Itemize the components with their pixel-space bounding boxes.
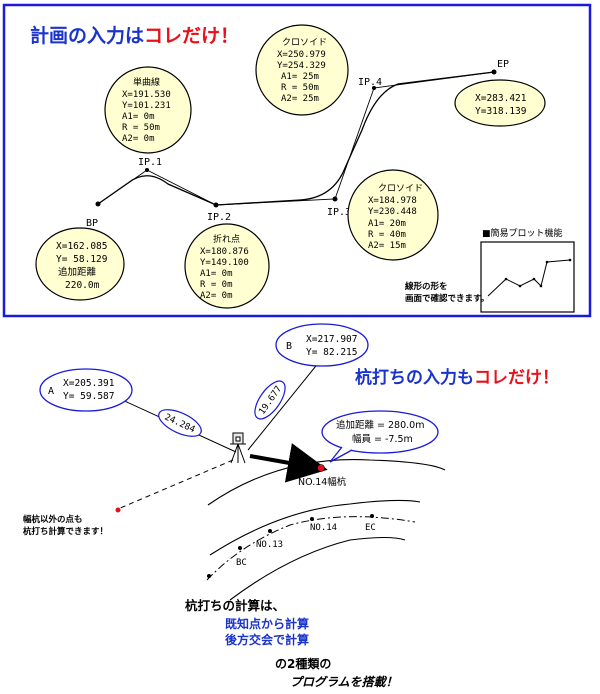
- ip4-bubble-y: Y=254.329: [277, 61, 326, 71]
- ep-bubble-y: Y=318.139: [475, 106, 527, 117]
- ep-bubble-x: X=283.421: [475, 93, 527, 104]
- bp-bubble-x: X=162.085: [56, 241, 107, 252]
- bp-bubble-dist-label: 追加距離: [58, 266, 97, 278]
- ip1-bubble-x: X=191.530: [122, 90, 171, 100]
- plot-preview: [480, 241, 575, 313]
- road-edges: [207, 459, 446, 601]
- stake-dist: 追加距離 = 280.0m: [336, 419, 424, 431]
- plot-caption-2: 画面で確認できます。: [405, 293, 489, 304]
- ep-label: EP: [497, 59, 509, 70]
- ip4-bubble-a2: A2= 25m: [281, 94, 319, 104]
- station-no14: NO.14: [310, 523, 337, 533]
- stake-arrow: [249, 443, 328, 483]
- point-b-x: X=217.907: [306, 334, 357, 345]
- stake-point-marker: [317, 464, 325, 472]
- ip1-bubble: 単曲線 X=191.530 Y=101.231 A1= 0m R = 50m A…: [104, 66, 192, 154]
- bp-bubble: X=162.085 Y= 58.129 追加距離 220.0m: [35, 227, 125, 301]
- ip-points: [95, 69, 497, 208]
- station-points: [207, 514, 374, 578]
- ip2-bubble-a1: A1= 0m: [200, 269, 233, 279]
- bp-label: BP: [86, 218, 98, 229]
- ep-point: [491, 69, 497, 75]
- ip2-label: IP.2: [207, 212, 231, 223]
- plot-legend: ■簡易プロット機能: [482, 227, 563, 239]
- ip2-bubble-y: Y=149.100: [200, 258, 249, 268]
- ip2-point: [213, 202, 219, 208]
- ip3-bubble-title: クロソイド: [378, 183, 423, 194]
- ip3-bubble-y: Y=230.448: [368, 207, 417, 217]
- ip2-bubble: 折れ点 X=180.876 Y=149.100 A1= 0m R = 0m A2…: [184, 223, 270, 309]
- tangent-lines: [97, 71, 495, 206]
- ip3-label: IP.3: [327, 207, 351, 218]
- calc-title: 杭打ちの計算は、: [185, 598, 285, 613]
- point-b-label: B: [286, 341, 292, 352]
- point-a-bubble: A X=205.391 Y= 59.587: [39, 368, 133, 412]
- footer-1: の2種類の: [275, 656, 331, 671]
- ip4-label: IP.4: [358, 77, 382, 88]
- ip1-bubble-r: R = 50m: [122, 123, 160, 133]
- stake-label: NO.14幅杭: [298, 476, 347, 488]
- ip4-bubble-title: クロソイド: [282, 37, 327, 48]
- road-centerline: [206, 516, 416, 581]
- ip4-point: [372, 86, 376, 90]
- stake-info-bubble: 追加距離 = 280.0m 幅員 = -7.5m: [321, 410, 439, 463]
- station-no13: NO.13: [256, 540, 283, 550]
- known-point-lines: [117, 350, 329, 453]
- point-a-y: Y= 59.587: [63, 391, 114, 402]
- ip1-bubble-y: Y=101.231: [122, 101, 171, 111]
- other-point-marker: [115, 507, 121, 513]
- ip4-bubble-a1: A1= 25m: [281, 72, 319, 82]
- ip4-bubble: クロソイド X=250.979 Y=254.329 A1= 25m R = 50…: [255, 24, 349, 116]
- ip1-bubble-a2: A2= 0m: [122, 134, 155, 144]
- station-ec: EC: [365, 523, 376, 533]
- ip3-bubble-a2: A2= 15m: [368, 241, 406, 251]
- bp-bubble-dist-value: 220.0m: [65, 280, 100, 291]
- dist-a-badge: 24.284: [158, 409, 202, 437]
- ip4-bubble-x: X=250.979: [277, 50, 326, 60]
- ip2-bubble-r: R = 0m: [200, 280, 233, 290]
- method-2: 後方交会で計算: [225, 632, 309, 647]
- footer-2: プログラムを搭載！: [290, 675, 398, 689]
- bp-bubble-y: Y= 58.129: [56, 254, 108, 265]
- top-title: 計画の入力はコレだけ！: [30, 24, 239, 47]
- point-b-bubble: B X=217.907 Y= 82.215: [275, 323, 369, 367]
- stake-width: 幅員 = -7.5m: [352, 433, 413, 445]
- ip2-bubble-a2: A2= 0m: [200, 291, 233, 301]
- bottom-title: 杭打ちの入力もコレだけ！: [355, 367, 559, 388]
- bp-point: [95, 201, 101, 207]
- ip3-bubble: クロソイド X=184.978 Y=230.448 A1= 20m R = 40…: [347, 169, 439, 261]
- ip1-label: IP.1: [138, 157, 162, 168]
- other-note-1: 幅杭以外の点も: [23, 514, 83, 525]
- point-a-label: A: [48, 386, 54, 397]
- ip3-bubble-x: X=184.978: [368, 196, 417, 206]
- other-note-2: 杭打ち計算できます！: [23, 526, 108, 537]
- ip3-bubble-a1: A1= 20m: [368, 219, 406, 229]
- ip2-bubble-title: 折れ点: [213, 233, 240, 245]
- ip1-bubble-a1: A1= 0m: [122, 112, 155, 122]
- ip3-point: [332, 196, 338, 202]
- plot-caption-1: 線形の形を: [405, 281, 448, 292]
- ip1-point: [145, 168, 149, 172]
- ip4-bubble-r: R = 50m: [281, 83, 319, 93]
- ip3-bubble-r: R = 40m: [368, 230, 406, 240]
- ep-bubble: X=283.421 Y=318.139: [454, 79, 546, 127]
- station-bc: BC: [236, 558, 247, 568]
- total-station-icon: [230, 432, 246, 464]
- alignment-line: [97, 71, 495, 206]
- method-1: 既知点から計算: [225, 616, 309, 631]
- other-point-dashed-line: [117, 459, 234, 510]
- ip2-bubble-x: X=180.876: [200, 247, 249, 257]
- dist-b-badge: 19.677: [254, 380, 286, 420]
- point-b-y: Y= 82.215: [306, 347, 357, 358]
- point-a-x: X=205.391: [63, 378, 115, 389]
- ip1-bubble-title: 単曲線: [133, 76, 160, 88]
